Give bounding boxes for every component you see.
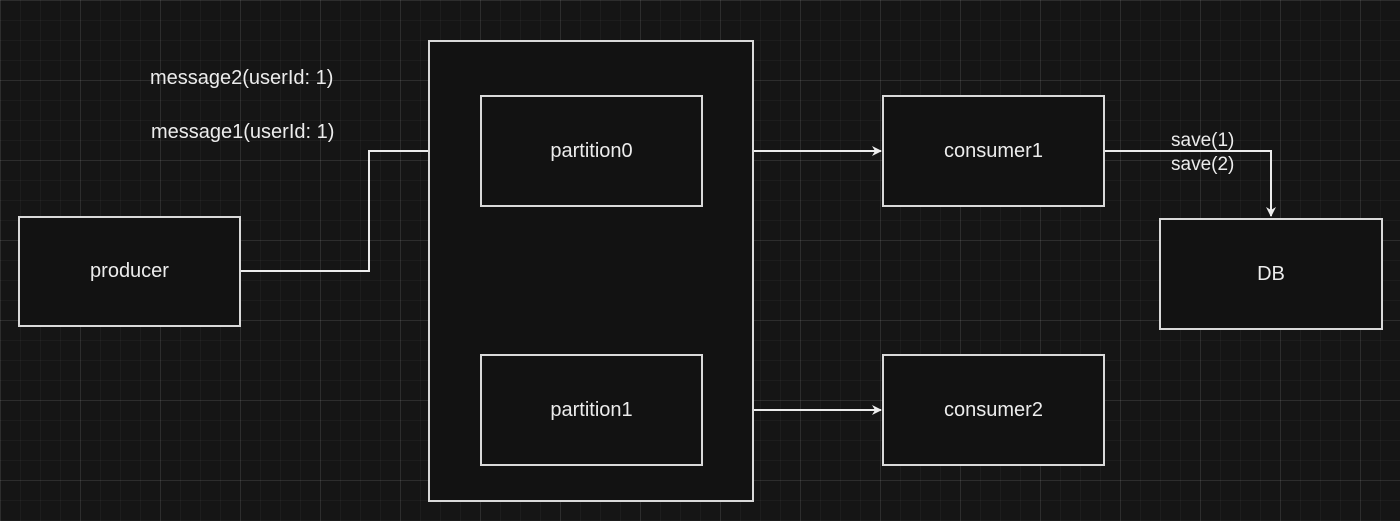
consumer1-node: consumer1 <box>882 95 1105 207</box>
partition1-node: partition1 <box>480 354 703 466</box>
partition1-label: partition1 <box>550 398 633 421</box>
edge-producer-partition0 <box>241 146 479 272</box>
db-label: DB <box>1257 262 1285 285</box>
producer-node: producer <box>18 216 241 327</box>
save2-label: save(2) <box>1171 154 1235 175</box>
db-node: DB <box>1159 218 1383 330</box>
save1-label: save(1) <box>1171 130 1235 151</box>
message1-label: message1(userId: 1) <box>151 121 335 143</box>
producer-label: producer <box>90 260 169 282</box>
consumer2-label: consumer2 <box>944 398 1043 421</box>
edge-consumer1-db <box>1105 150 1276 217</box>
partition0-node: partition0 <box>480 95 703 207</box>
message2-label: message2(userId: 1) <box>150 67 334 89</box>
partition0-label: partition0 <box>550 139 633 162</box>
consumer2-node: consumer2 <box>882 354 1105 466</box>
consumer1-label: consumer1 <box>944 139 1043 162</box>
